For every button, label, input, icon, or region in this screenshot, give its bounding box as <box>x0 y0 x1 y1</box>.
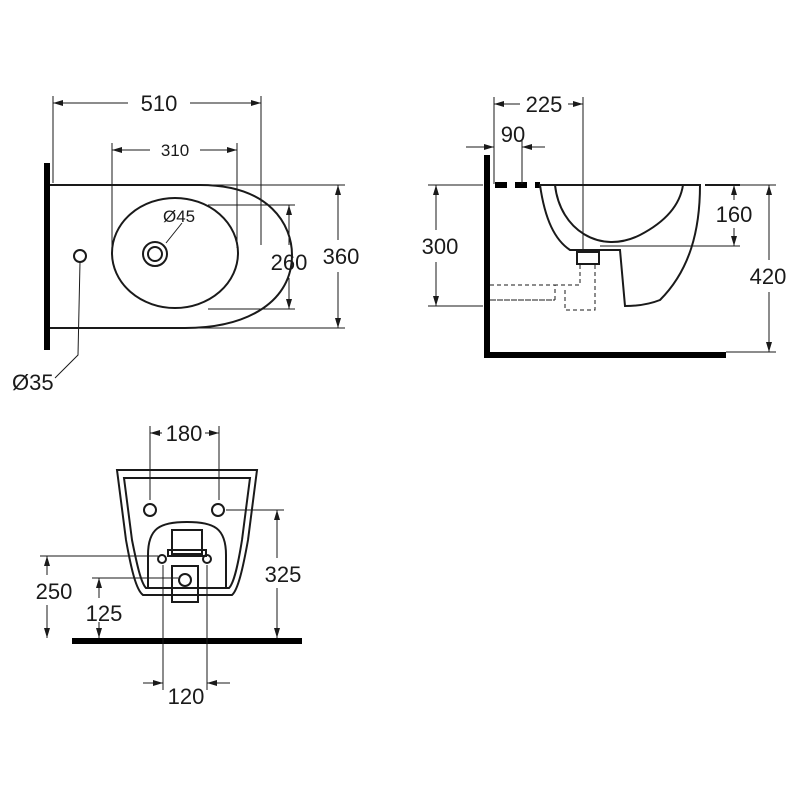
dim-250-label: 250 <box>36 579 73 604</box>
dim-180-arrow-left <box>150 430 160 436</box>
top-view: 510 310 Ø45 260 360 Ø35 <box>12 91 359 395</box>
front-view-fixing-right <box>211 503 225 517</box>
front-view-floor <box>72 638 302 644</box>
dim-120-label: 120 <box>168 684 205 709</box>
front-view-fixing-left <box>143 503 157 517</box>
dim-510-label: 510 <box>141 91 178 116</box>
dim-420-label: 420 <box>750 264 787 289</box>
side-view-pipe <box>490 284 555 301</box>
dim-260-label: 260 <box>271 250 308 275</box>
front-view: 180 250 125 325 120 <box>36 421 302 709</box>
dim-90-arrow-left <box>484 144 494 150</box>
dim-260-arrow-top <box>286 205 292 215</box>
dim-360-label: 360 <box>323 244 360 269</box>
dim-420-arrow-top <box>766 185 772 195</box>
front-view-bracket-plate <box>167 549 207 557</box>
front-view-supply-left <box>157 554 167 564</box>
top-view-side-hole <box>73 249 87 263</box>
dim-125-arrow-top <box>96 578 102 588</box>
dim-325-arrow-bottom <box>274 628 280 638</box>
top-view-drain-inner <box>147 246 163 262</box>
front-view-recess <box>147 520 227 588</box>
dim-310-arrow-right <box>227 147 237 153</box>
dim-310-arrow-left <box>112 147 122 153</box>
dim-250-arrow-top <box>44 556 50 566</box>
front-view-basin-inner <box>122 477 252 589</box>
dim-360-arrow-bottom <box>335 318 341 328</box>
tap-hole-label: Ø45 <box>163 207 195 226</box>
dim-225-arrow-left <box>494 101 504 107</box>
dim-300-label: 300 <box>422 234 459 259</box>
dim-160-arrow-top <box>731 185 737 195</box>
dim-160-arrow-bottom <box>731 236 737 246</box>
top-view-drain-outer <box>142 241 168 267</box>
dim-325-arrow-top <box>274 510 280 520</box>
dim-360-arrow-top <box>335 185 341 195</box>
dim-90-label: 90 <box>501 122 525 147</box>
side-hole-leader <box>54 261 81 379</box>
side-view-trap <box>490 265 596 311</box>
side-view-basin-outer <box>538 184 702 308</box>
dim-180-arrow-right <box>209 430 219 436</box>
dim-310-label: 310 <box>161 141 189 160</box>
dim-260-arrow-bottom <box>286 299 292 309</box>
dim-90-arrow-right <box>522 144 532 150</box>
side-view-floor <box>484 352 726 358</box>
dim-180-label: 180 <box>166 421 203 446</box>
front-view-waste <box>171 565 199 603</box>
dim-125-arrow-bottom <box>96 628 102 638</box>
side-view-basin-inner <box>554 184 684 243</box>
side-hole-label: Ø35 <box>12 370 54 395</box>
dim-120-arrow-right <box>207 680 217 686</box>
tap-hole-leader <box>165 222 183 244</box>
side-view-wall <box>484 155 490 358</box>
dim-125-label: 125 <box>86 601 123 626</box>
front-view-basin-outer <box>115 469 259 596</box>
side-view-waste-top <box>576 251 600 265</box>
dim-225-arrow-right <box>573 101 583 107</box>
top-view-wall <box>44 163 50 350</box>
front-view-supply-right <box>202 554 212 564</box>
dim-250-arrow-bottom <box>44 628 50 638</box>
dim-300-arrow-bottom <box>433 296 439 306</box>
dim-120-arrow-left <box>153 680 163 686</box>
dim-510-arrow-right <box>251 100 261 106</box>
top-view-outline <box>50 184 294 329</box>
dim-510-arrow-left <box>53 100 63 106</box>
side-view: 225 90 300 160 420 <box>422 92 787 358</box>
front-view-bracket <box>171 529 203 555</box>
dim-225-label: 225 <box>526 92 563 117</box>
front-view-waste-hole <box>178 573 192 587</box>
dim-300-arrow-top <box>433 185 439 195</box>
dim-420-arrow-bottom <box>766 342 772 352</box>
dim-160-label: 160 <box>716 202 753 227</box>
top-view-bowl <box>111 197 239 309</box>
dim-325-label: 325 <box>265 562 302 587</box>
